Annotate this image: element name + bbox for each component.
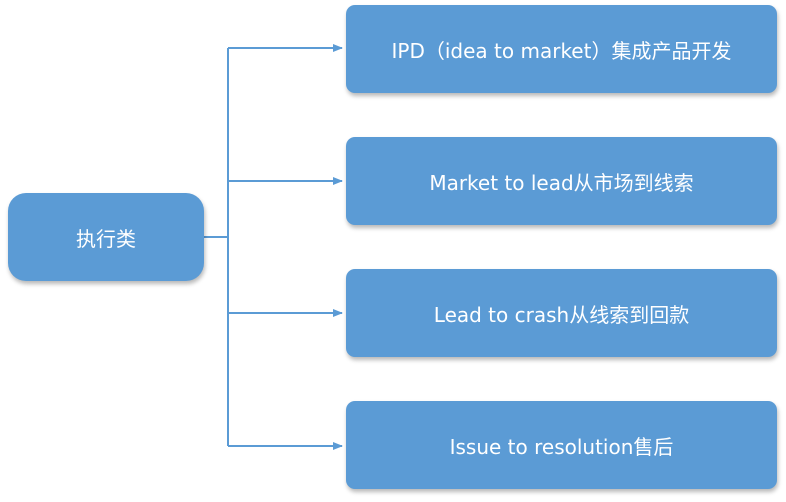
child-node-market-to-lead: Market to lead从市场到线索 bbox=[346, 137, 777, 225]
child-node-issue-to-resolution: Issue to resolution售后 bbox=[346, 401, 777, 489]
child-node-label: Issue to resolution售后 bbox=[449, 434, 674, 459]
child-node-label: Lead to crash从线索到回款 bbox=[433, 302, 690, 327]
child-node-ipd: IPD（idea to market）集成产品开发 bbox=[346, 5, 777, 93]
root-node-label: 执行类 bbox=[76, 226, 136, 251]
child-node-lead-to-crash: Lead to crash从线索到回款 bbox=[346, 269, 777, 357]
child-node-label: Market to lead从市场到线索 bbox=[429, 170, 694, 195]
child-node-label: IPD（idea to market）集成产品开发 bbox=[391, 38, 732, 63]
root-node: 执行类 bbox=[8, 193, 204, 281]
